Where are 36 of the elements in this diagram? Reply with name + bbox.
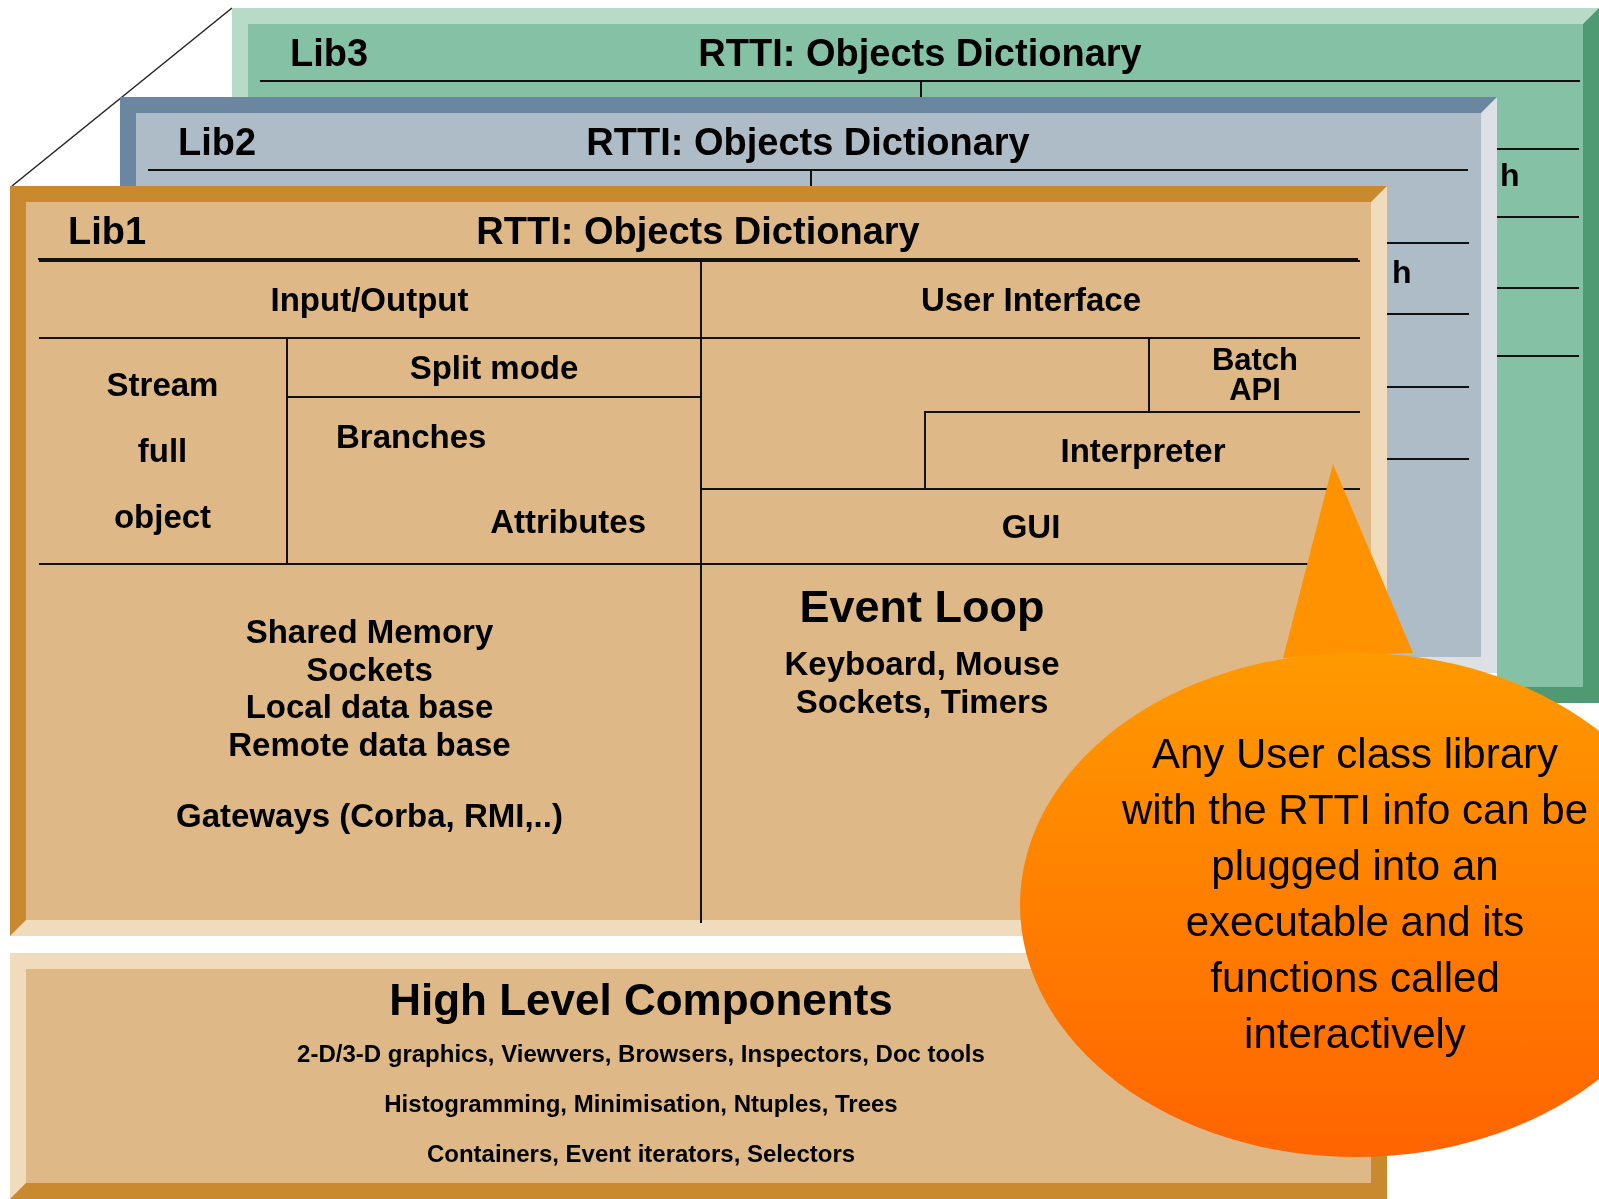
module-item: Gateways (Corba, RMI,..)	[176, 797, 563, 835]
module-item: Sockets	[306, 650, 433, 689]
library-name: Lib2	[178, 121, 257, 164]
module-heading: Event Loop	[799, 581, 1045, 633]
module-label: Split mode	[409, 348, 579, 387]
module-label: User Interface	[920, 280, 1142, 319]
module-cell	[700, 260, 1360, 337]
callout-text: Any User class library with the RTTI info can be plugged into an executable and its functions called interactively	[1120, 729, 1590, 1059]
module-cell	[286, 337, 700, 396]
module-label: Batch API	[1210, 344, 1300, 406]
panel-title: High Level Components	[389, 975, 893, 1025]
partial-label: h	[1500, 157, 1520, 194]
module-item: Remote data base	[228, 725, 511, 764]
panel-title: RTTI: Objects Dictionary	[476, 210, 920, 253]
module-item: Keyboard, Mouse	[784, 645, 1060, 683]
module-item: Shared Memory	[245, 612, 494, 651]
partial-label: h	[1392, 254, 1412, 291]
component-list: Containers, Event iterators, Selectors	[426, 1129, 856, 1179]
module-item: Local data base	[245, 688, 494, 726]
module-label: Interpreter	[1060, 431, 1226, 470]
module-label: Stream full object	[105, 365, 220, 537]
library-panel	[232, 8, 1599, 97]
module-label: GUI	[1001, 507, 1061, 546]
module-label: Branches	[336, 418, 487, 456]
library-name: Lib3	[290, 32, 369, 75]
component-list: Histogramming, Minimisation, Ntuples, Trees	[384, 1079, 898, 1129]
panel-title: RTTI: Objects Dictionary	[698, 32, 1142, 75]
panel-title: RTTI: Objects Dictionary	[586, 121, 1030, 164]
module-cell	[1148, 337, 1360, 411]
library-name: Lib1	[68, 210, 147, 253]
module-label: Input/Output	[270, 280, 469, 319]
component-list: 2-D/3-D graphics, Viewvers, Browsers, Inspectors, Doc tools	[297, 1029, 985, 1079]
module-cell	[286, 396, 700, 563]
library-panel	[120, 97, 1497, 186]
module-item: Sockets, Timers	[795, 682, 1049, 721]
module-label: Attributes	[490, 503, 646, 541]
